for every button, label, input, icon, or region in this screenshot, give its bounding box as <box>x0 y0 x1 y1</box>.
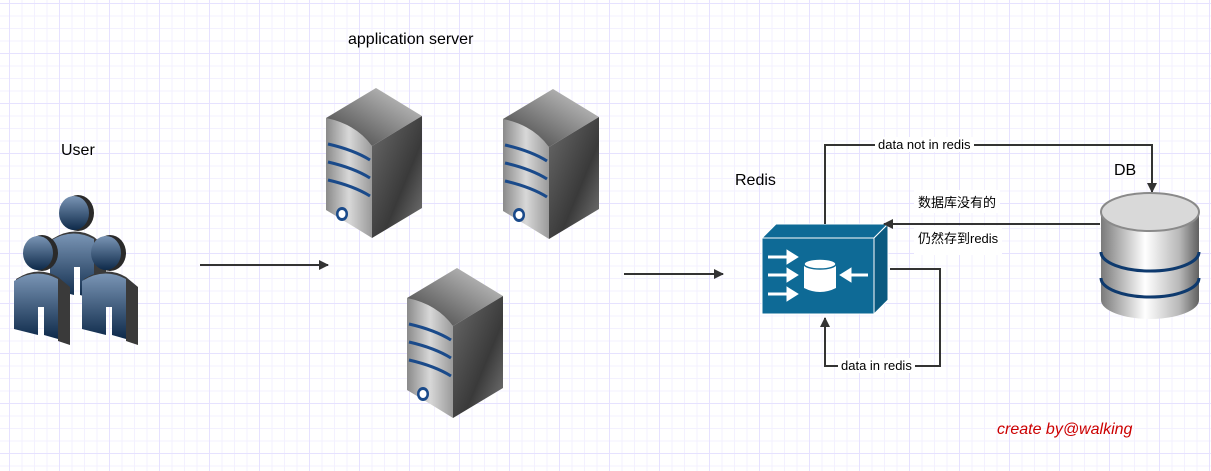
db-icon <box>1099 192 1201 319</box>
arrow-redis-to-db <box>824 144 1157 224</box>
db-label: DB <box>1114 162 1137 179</box>
arrow-redis-self <box>820 268 941 367</box>
edge-label-data-in-redis: data in redis <box>838 358 915 373</box>
user-label: User <box>61 142 95 159</box>
signature-text: create by@walking <box>997 421 1133 438</box>
app-server-icon-3 <box>405 266 505 420</box>
user-group-icon <box>14 195 138 345</box>
redis-label: Redis <box>735 172 776 189</box>
redis-icon <box>760 222 890 316</box>
edge-label-data-not-in-redis: data not in redis <box>875 137 974 152</box>
app-server-icon-1 <box>324 86 424 240</box>
edge-label-db-to-redis-line1: 数据库没有的 <box>914 190 1001 213</box>
app-server-icon-2 <box>501 87 601 241</box>
edge-label-db-to-redis-line2: 仍然存到redis <box>914 226 1003 255</box>
app-server-label: application server <box>348 31 474 48</box>
